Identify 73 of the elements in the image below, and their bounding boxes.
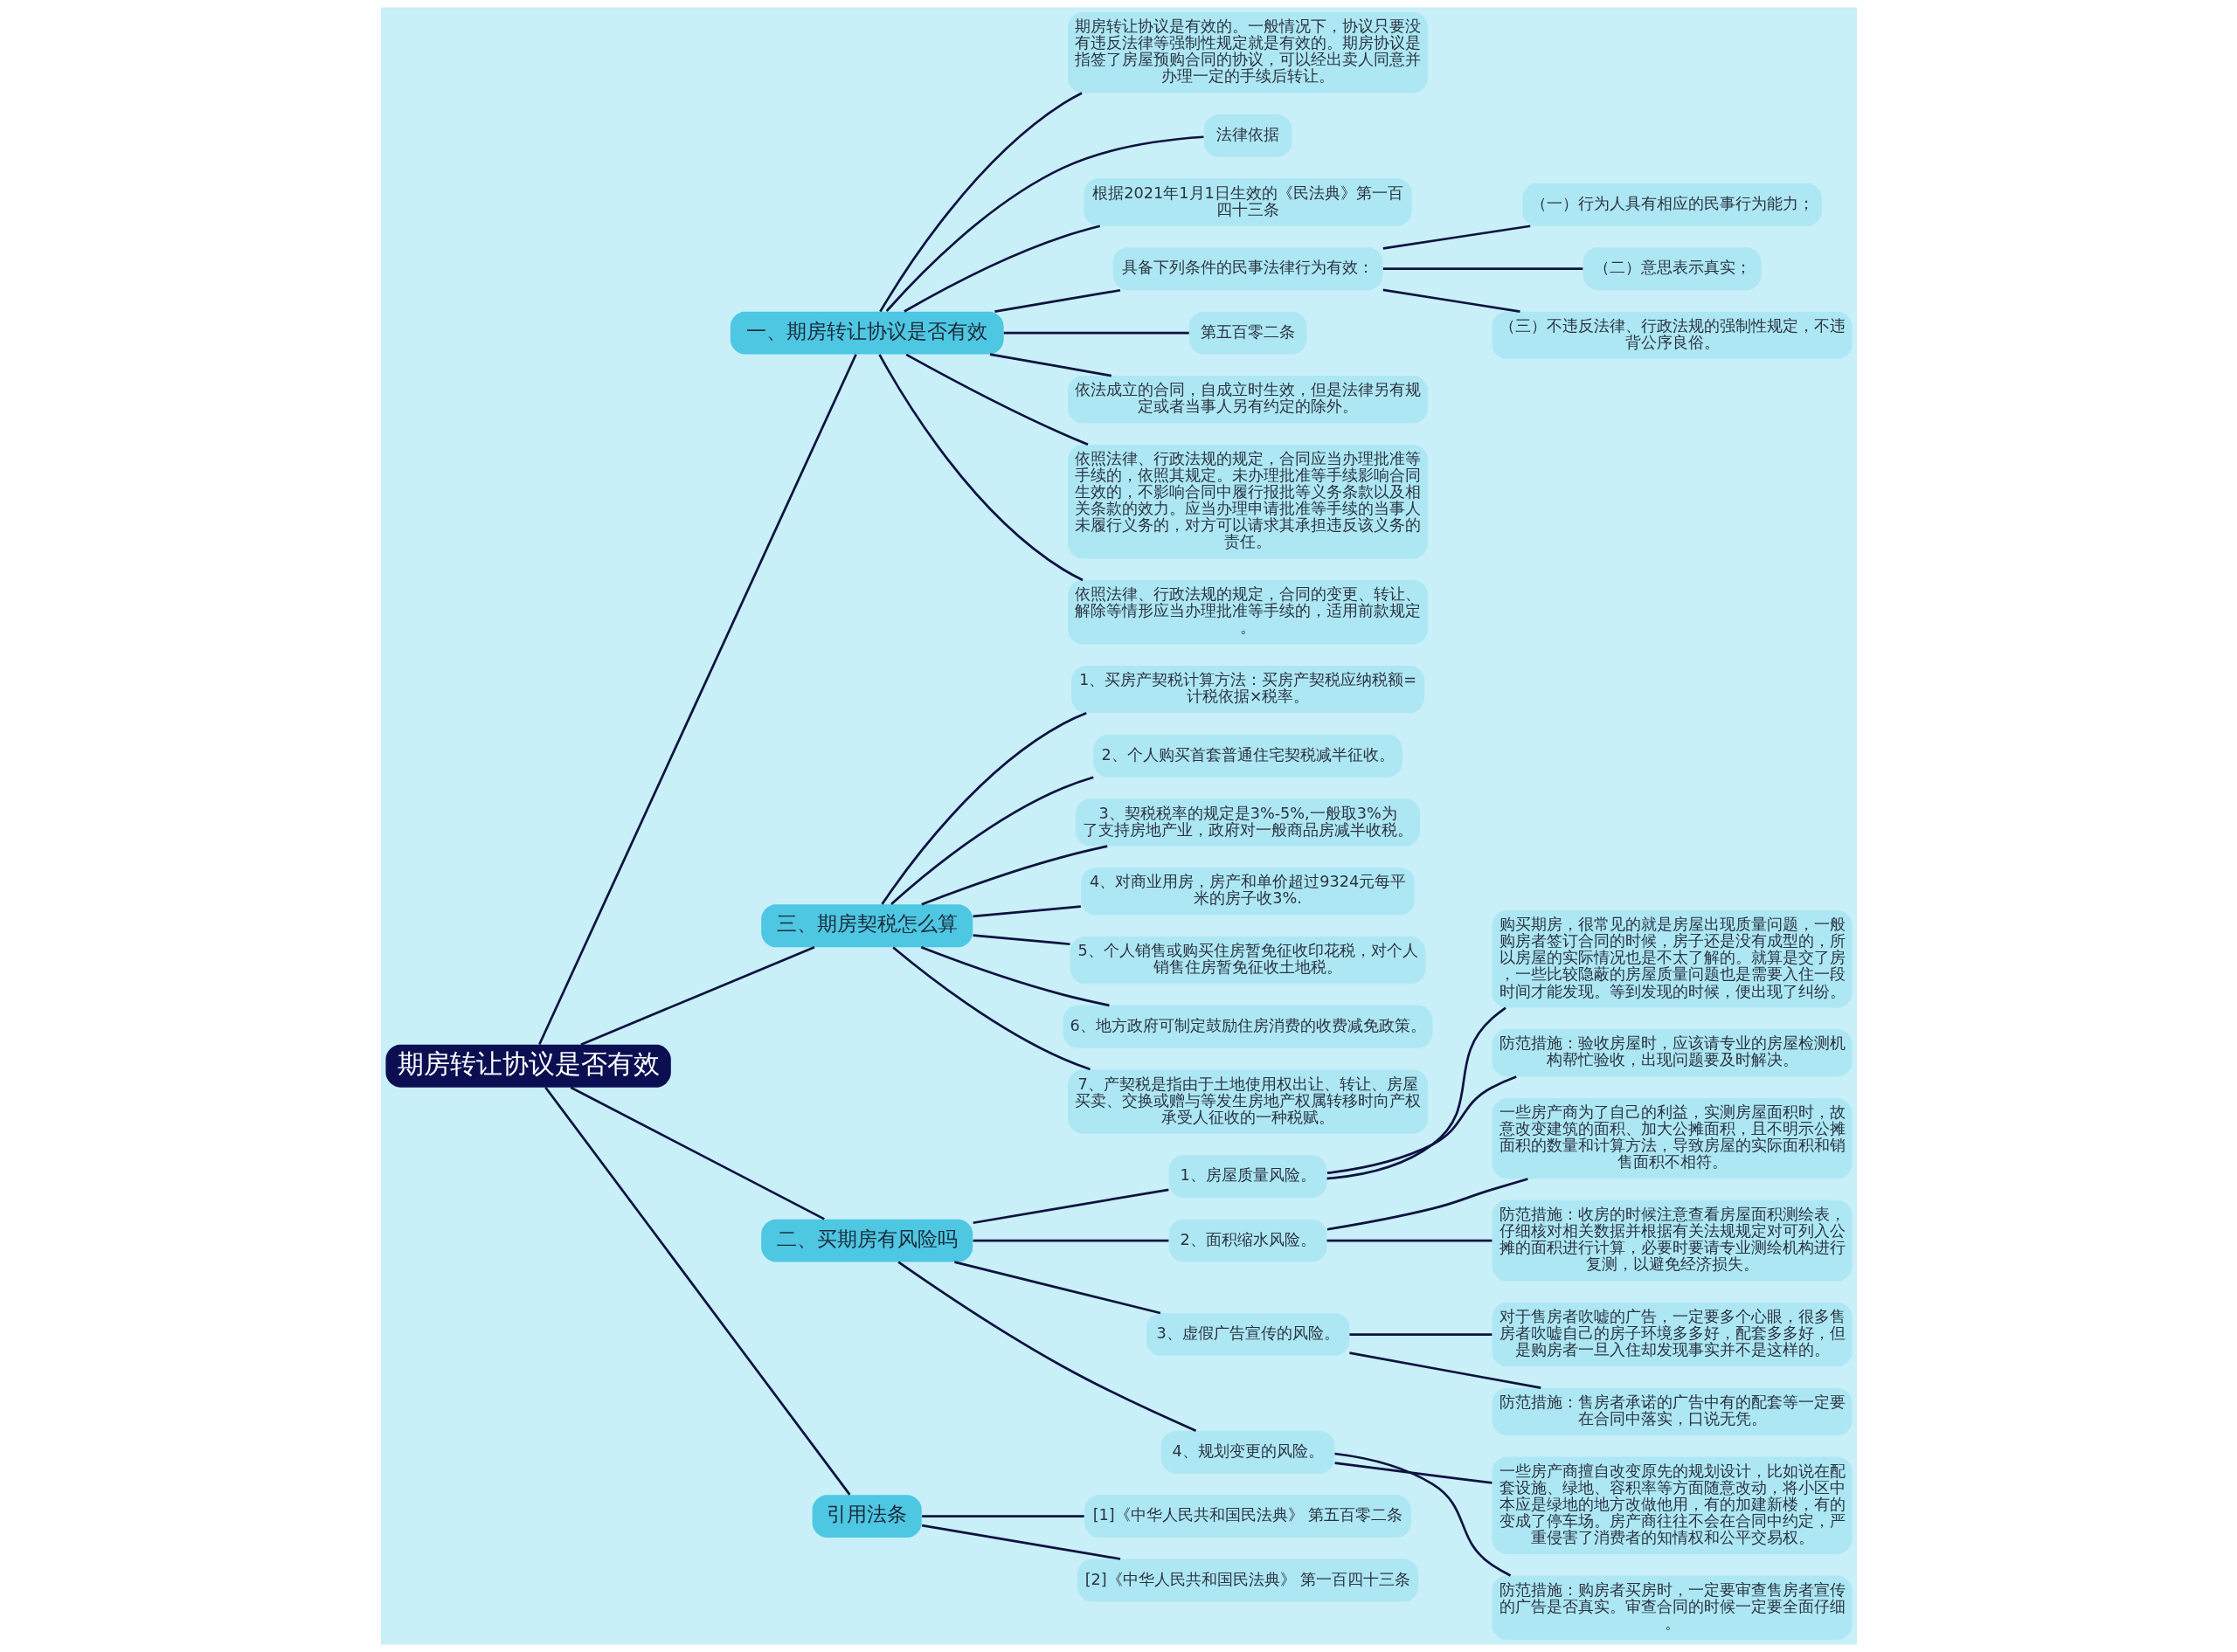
node-box: 3、虚假广告宣传的风险。 xyxy=(1146,1313,1349,1356)
connector xyxy=(921,1515,1084,1517)
node-box: 具备下列条件的民事法律行为有效： xyxy=(1112,247,1382,291)
node-box: 依照法律、行政法规的规定，合同应当办理批准等手续的，依照其规定。未办理批准等手续影响合同生效的，不影响合同中履行报批等义务条款以及相关条款的效力。应当办理申请批准等手续的当事人未履行义务的，对方可以请求其承担违反该义务的责任。 xyxy=(1067,444,1428,559)
connector xyxy=(880,712,1087,905)
node-box: 依法成立的合同，自成立时生效，但是法律另有规定或者当事人另有约定的除外。 xyxy=(1067,376,1428,424)
connector xyxy=(891,946,1091,1071)
node-box: 根据2021年1月1日生效的《民法典》第一百四十三条 xyxy=(1083,178,1412,226)
node-box: 第五百零二条 xyxy=(1188,311,1306,355)
node-box: 期房转让协议是有效的。一般情况下，协议只要没有违反法律等强制性规定就是有效的。期房协议是指签了房屋预购合同的协议，可以经出卖人同意并办理一定的手续后转让。 xyxy=(1067,11,1428,93)
node-box: 7、产契税是指由于土地使用权出让、转让、房屋买卖、交换或赠与等发生房地产权属转移时向产权承受人征收的一种税赋。 xyxy=(1067,1069,1428,1134)
connector xyxy=(1326,1178,1528,1231)
connector xyxy=(920,946,1110,1007)
node-box: 1、房屋质量风险。 xyxy=(1168,1155,1326,1199)
connector xyxy=(1326,1075,1517,1175)
connector xyxy=(1333,1452,1511,1577)
connector xyxy=(1348,1351,1541,1389)
connector xyxy=(544,1086,850,1496)
node-box: 防范措施：售房者承诺的广告中有的配套等一定要在合同中落实，口说无凭。 xyxy=(1492,1387,1853,1436)
connector xyxy=(973,1239,1168,1242)
connector xyxy=(897,1261,1196,1432)
node-box: （二）意思表示真实； xyxy=(1583,247,1762,291)
node-box: 防范措施：收房的时候注意查看房屋面积测绘表，仔细核对相关数据并根据有关法规规定对可列入公摊的面积进行计算，必要时要请专业测绘机构进行复测，以避免经济损失。 xyxy=(1492,1199,1853,1282)
connector xyxy=(994,288,1120,313)
connector xyxy=(973,934,1070,946)
connector xyxy=(579,946,814,1046)
connector xyxy=(953,1261,1160,1315)
connector xyxy=(537,354,857,1046)
node-box: （三）不违反法律、行政法规的强制性规定，不违背公序良俗。 xyxy=(1492,311,1853,360)
node-box: 引用法条 xyxy=(812,1495,922,1538)
connector xyxy=(1382,225,1530,250)
node-box: 6、地方政府可制定鼓励住房消费的收费减免政策。 xyxy=(1063,1005,1432,1048)
node-box: 一些房产商为了自己的利益，实测房屋面积时，故意改变建筑的面积、加大公摊面积，且不明示公摊面积的数量和计算方法，导致房屋的实际面积和销售面积不相符。 xyxy=(1492,1097,1853,1179)
node-box: （一）行为人具有相应的民事行为能力； xyxy=(1521,183,1822,226)
node-box: 2、面积缩水风险。 xyxy=(1168,1219,1326,1262)
connector xyxy=(1348,1333,1492,1336)
node-box: 5、个人销售或购买住房暂免征收印花税，对个人销售住房暂免征收土地税。 xyxy=(1070,936,1425,985)
connector xyxy=(905,353,1089,446)
connector xyxy=(989,353,1112,377)
node-box: 一些房产商擅自改变原先的规划设计，比如说在配套设施、绿地、容积率等方面随意改动，将小区中本应是绿地的地方改做他用，有的加建新楼，有的变成了停车场。房产商往往不会在合同中约定，严重侵害了消费者的知情权和公平交易权。 xyxy=(1492,1456,1853,1555)
node-box: 1、买房产契税计算方法：买房产契税应纳税额=计税依据×税率。 xyxy=(1070,665,1424,714)
connector xyxy=(972,1188,1169,1225)
connector xyxy=(878,92,1083,313)
connector xyxy=(1382,267,1583,271)
connector xyxy=(885,135,1203,313)
node-box: [1]《中华人民共和国民法典》 第五百零二条 xyxy=(1084,1495,1411,1538)
connector xyxy=(1326,1239,1492,1242)
node-box: 一、期房转让协议是否有效 xyxy=(730,311,1004,355)
connector xyxy=(973,905,1081,918)
node-box: 二、买期房有风险吗 xyxy=(760,1219,973,1262)
connector xyxy=(1382,288,1520,313)
node-box: 购买期房，很常见的就是房屋出现质量问题，一般购房者签订合同的时候，房子还是没有成型的，所以房屋的实际情况也是不太了解的。就算是交了房，一些比较隐蔽的房屋质量问题也是需要入住一段时间才能发现。等到发现的时候，便出现了纠纷。 xyxy=(1492,910,1853,1008)
connector xyxy=(1334,1462,1492,1484)
connector xyxy=(890,776,1094,905)
node-box: 对于售房者吹嘘的广告，一定要多个心眼，很多售房者吹嘘自己的房子环境多多好，配套多多好，但是购房者一旦入住却发现事实并不是这样的。 xyxy=(1492,1302,1853,1367)
connector xyxy=(877,354,1084,582)
connector xyxy=(1003,331,1189,335)
node-box: 防范措施：购房者买房时，一定要审查售房者宣传的广告是否真实。审查合同的时候一定要全面仔细。 xyxy=(1492,1575,1853,1641)
connector xyxy=(570,1086,825,1220)
node-box: [2]《中华人民共和国民法典》 第一百四十三条 xyxy=(1077,1559,1418,1602)
node-box: 法律依据 xyxy=(1203,114,1292,157)
node-box: 2、个人购买首套普通住宅契税减半征收。 xyxy=(1092,734,1402,778)
connector xyxy=(920,845,1107,906)
node-box: 防范措施：验收房屋时，应该请专业的房屋检测机构帮忙验收，出现问题要及时解决。 xyxy=(1492,1029,1853,1077)
connector xyxy=(921,1524,1120,1560)
node-box: 4、对商业用房，房产和单价超过9324元每平米的房子收3%. xyxy=(1080,867,1415,916)
connector xyxy=(903,225,1100,313)
connector xyxy=(1326,1006,1506,1180)
node-box: 依照法律、行政法规的规定，合同的变更、转让、解除等情形应当办理批准等手续的，适用前款规定。 xyxy=(1067,580,1428,645)
node-box: 4、规划变更的风险。 xyxy=(1160,1430,1334,1474)
node-box: 期房转让协议是否有效 xyxy=(384,1044,671,1088)
node-box: 三、期房契税怎么算 xyxy=(760,904,973,948)
node-box: 3、契税税率的规定是3%-5%,一般取3%为了支持房地产业，政府对一般商品房减半收税。 xyxy=(1075,798,1420,847)
